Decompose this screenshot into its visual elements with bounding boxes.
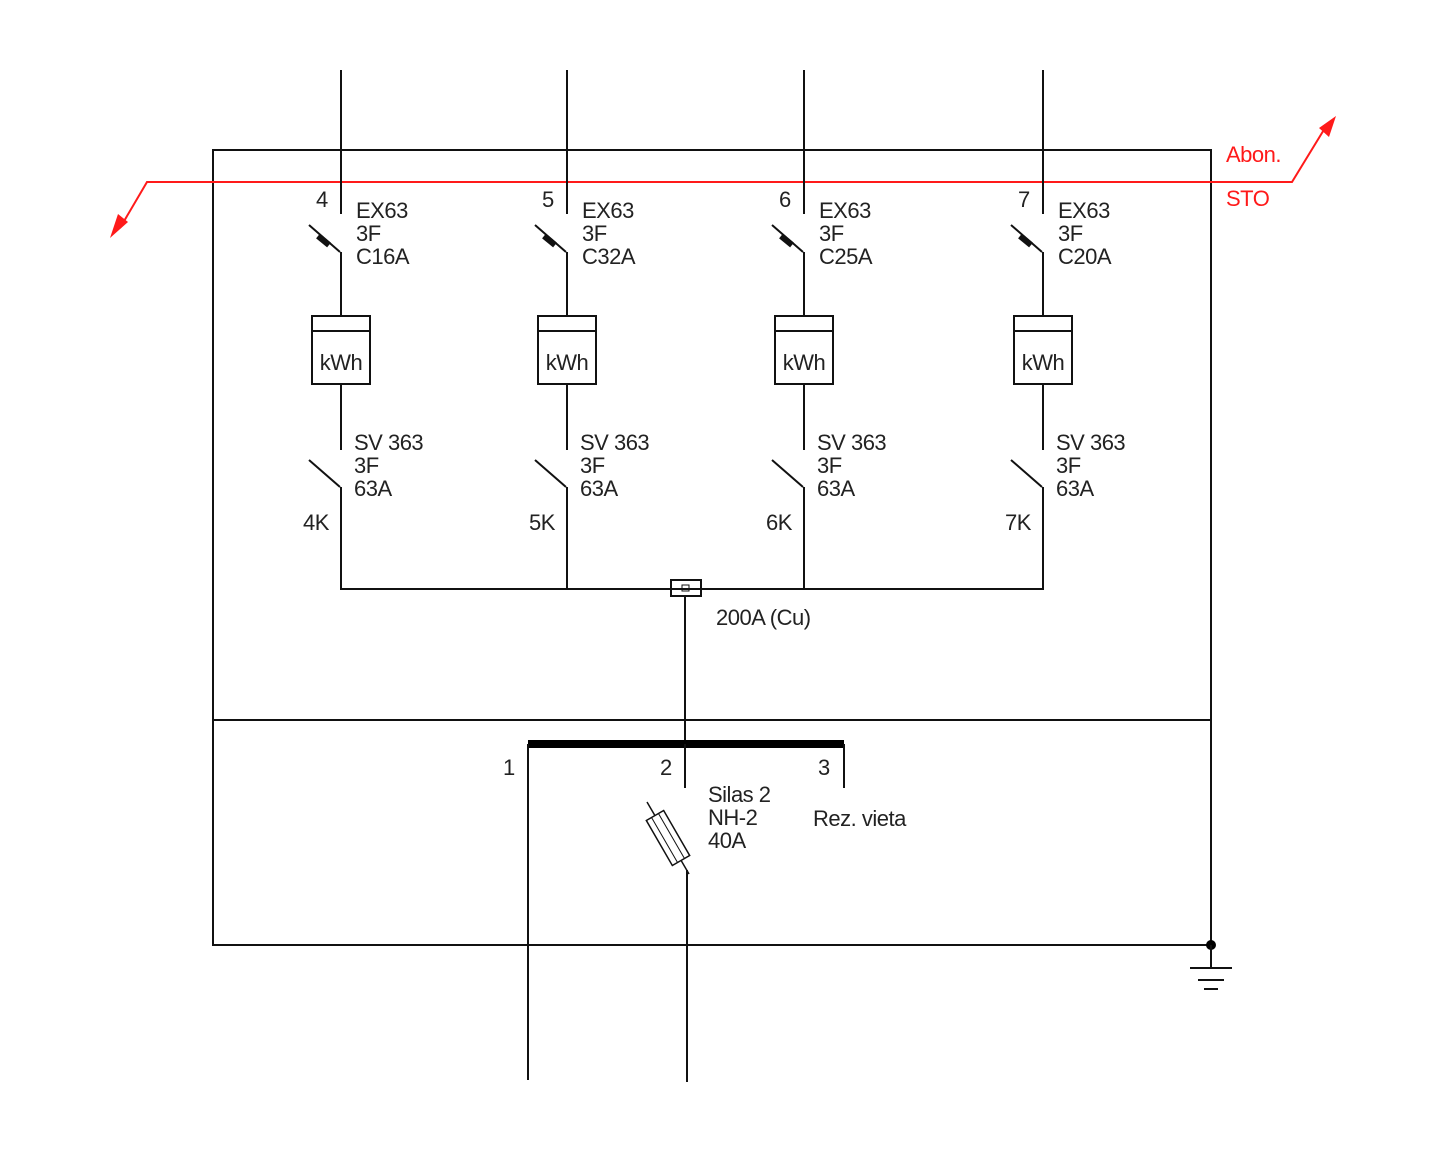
boundary-lower-label: STO (1226, 186, 1270, 211)
switch-id: 4K (303, 510, 330, 535)
fuse-label-type: Silas 2 (708, 782, 771, 807)
feeder-number: 5 (542, 187, 554, 212)
breaker-label: C25A (819, 244, 873, 269)
circuit-breaker-icon (771, 224, 804, 253)
switch-label: SV 363 (354, 430, 423, 455)
breaker-label: EX63 (1058, 198, 1110, 223)
breaker-label: 3F (819, 221, 844, 246)
circuit-breaker-icon (534, 224, 567, 253)
switch-id: 6K (766, 510, 793, 535)
breaker-label: EX63 (582, 198, 634, 223)
enclosure-frame (212, 149, 1212, 946)
circuit-breaker-icon (308, 224, 341, 253)
feeder-number: 4 (316, 187, 328, 212)
meter-label: kWh (320, 350, 363, 375)
breaker-label: 3F (1058, 221, 1083, 246)
boundary-upper-label: Abon. (1226, 142, 1281, 167)
reserve-label: Rez. vieta (813, 806, 907, 831)
energy-meter: kWh (537, 315, 597, 385)
switch-label: SV 363 (580, 430, 649, 455)
energy-meter: kWh (311, 315, 371, 385)
terminal-2-label: 2 (660, 755, 672, 780)
breaker-label: 3F (356, 221, 381, 246)
energy-meter: kWh (1013, 315, 1073, 385)
arrow-right-icon (1319, 116, 1336, 137)
meter-label: kWh (1022, 350, 1065, 375)
circuit-breaker-icon (1010, 224, 1043, 253)
switch-label: 63A (580, 476, 618, 501)
switch-label: SV 363 (817, 430, 886, 455)
breaker-label: C16A (356, 244, 410, 269)
terminal-3-label: 3 (818, 755, 830, 780)
arrow-left-icon (110, 214, 128, 238)
fuse-icon (645, 801, 691, 875)
switch-disconnector-icon (534, 459, 567, 488)
switch-label: 3F (354, 453, 379, 478)
feeder-number: 7 (1018, 187, 1030, 212)
switch-label: 63A (354, 476, 392, 501)
breaker-label: EX63 (819, 198, 871, 223)
switch-label: 63A (1056, 476, 1094, 501)
feeder-number: 6 (779, 187, 791, 212)
breaker-label: C32A (582, 244, 636, 269)
busbar-connector (670, 579, 702, 597)
switch-id: 5K (529, 510, 556, 535)
switch-disconnector-icon (771, 459, 804, 488)
breaker-label: 3F (582, 221, 607, 246)
breaker-label: EX63 (356, 198, 408, 223)
fuse-label-size: NH-2 (708, 805, 758, 830)
switch-label: 63A (817, 476, 855, 501)
busbar-label: 200A (Cu) (716, 605, 811, 630)
switch-label: SV 363 (1056, 430, 1125, 455)
switch-disconnector-icon (1010, 459, 1043, 488)
meter-label: kWh (546, 350, 589, 375)
switch-id: 7K (1005, 510, 1032, 535)
switch-disconnector-icon (308, 459, 341, 488)
switch-label: 3F (1056, 453, 1081, 478)
terminal-1-label: 1 (503, 755, 515, 780)
energy-meter: kWh (774, 315, 834, 385)
boundary-line: Abon. STO (110, 116, 1336, 238)
ground-icon (1190, 940, 1232, 990)
switch-label: 3F (817, 453, 842, 478)
connector-icon (681, 584, 690, 592)
switch-label: 3F (580, 453, 605, 478)
meter-label: kWh (783, 350, 826, 375)
breaker-label: C20A (1058, 244, 1112, 269)
fuse-label-rating: 40A (708, 828, 746, 853)
